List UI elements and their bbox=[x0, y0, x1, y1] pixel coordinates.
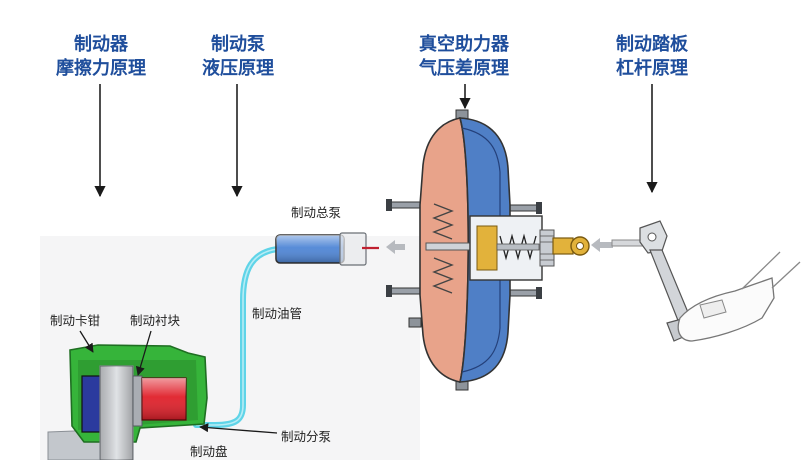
booster-threaded-neck bbox=[539, 229, 555, 267]
brake-line bbox=[193, 246, 281, 428]
caliper-piston-shine bbox=[142, 378, 186, 420]
label-brake-pad: 制动衬块 bbox=[130, 313, 181, 328]
label-caliper: 制动卡钳 bbox=[50, 313, 100, 328]
heading-booster-name: 真空助力器 bbox=[419, 33, 510, 55]
force-arrow-left-icon bbox=[591, 238, 613, 252]
booster-valve-spring bbox=[499, 233, 537, 261]
booster-side-fitting bbox=[408, 317, 422, 328]
pointer-caliper bbox=[79, 330, 94, 353]
master-cylinder bbox=[275, 232, 379, 266]
label-brake-disc: 制动盘 bbox=[190, 444, 228, 459]
heading-brake-principle: 摩擦力原理 bbox=[56, 57, 146, 79]
booster-clevis bbox=[552, 237, 574, 255]
heading-brake: 制动器 摩擦力原理 bbox=[56, 34, 146, 79]
pointer-brake-pad bbox=[135, 330, 152, 376]
label-master-cylinder: 制动总泵 bbox=[291, 205, 341, 220]
shoe-strap bbox=[699, 299, 727, 319]
brake-disc-shine bbox=[100, 366, 133, 460]
booster-stud bbox=[387, 287, 423, 295]
heading-pedal: 制动踏板 杠杆原理 bbox=[616, 33, 689, 79]
master-cylinder-shine bbox=[276, 235, 344, 263]
brake-line-highlight bbox=[196, 248, 279, 426]
brake-pad-outer bbox=[81, 375, 101, 433]
booster-push-rod bbox=[425, 242, 473, 251]
label-wheel-cylinder: 制动分泵 bbox=[281, 429, 331, 444]
booster-stud-cap bbox=[536, 287, 542, 299]
heading-booster-principle: 气压差原理 bbox=[418, 57, 509, 79]
foot-shoe bbox=[677, 277, 775, 342]
booster-valve-rod bbox=[496, 243, 540, 251]
leg-outline-back bbox=[771, 261, 801, 289]
booster-clevis-hole bbox=[576, 242, 584, 250]
booster-stud-cap bbox=[536, 202, 542, 214]
label-brake-line: 制动油管 bbox=[252, 306, 302, 321]
booster-stud bbox=[505, 204, 541, 212]
booster-return-spring-lower bbox=[432, 257, 454, 294]
brake-pedal-assembly bbox=[611, 220, 801, 342]
booster-stud-cap bbox=[386, 199, 392, 211]
pedal-pivot-icon bbox=[647, 232, 657, 242]
heading-pump-principle: 液压原理 bbox=[202, 57, 274, 79]
booster-valve-piston bbox=[476, 225, 498, 271]
heading-pump: 制动泵 液压原理 bbox=[202, 34, 274, 79]
brake-pad-inner bbox=[132, 375, 143, 427]
heading-pump-name: 制动泵 bbox=[211, 34, 265, 55]
booster-stud bbox=[505, 289, 541, 297]
force-arrow-left-icon bbox=[386, 240, 405, 254]
booster-stud bbox=[387, 201, 423, 209]
leg-outline-front bbox=[741, 251, 781, 290]
heading-brake-name: 制动器 bbox=[74, 34, 129, 55]
caliper-assembly bbox=[47, 344, 208, 460]
booster-stud-cap bbox=[386, 285, 392, 297]
heading-pedal-name: 制动踏板 bbox=[616, 33, 689, 55]
booster-return-spring-upper bbox=[432, 203, 454, 240]
vacuum-booster bbox=[386, 109, 590, 391]
heading-pedal-principle: 杠杆原理 bbox=[616, 57, 688, 79]
pointer-wheel-cylinder bbox=[199, 423, 278, 434]
heading-booster: 真空助力器 气压差原理 bbox=[418, 33, 510, 79]
